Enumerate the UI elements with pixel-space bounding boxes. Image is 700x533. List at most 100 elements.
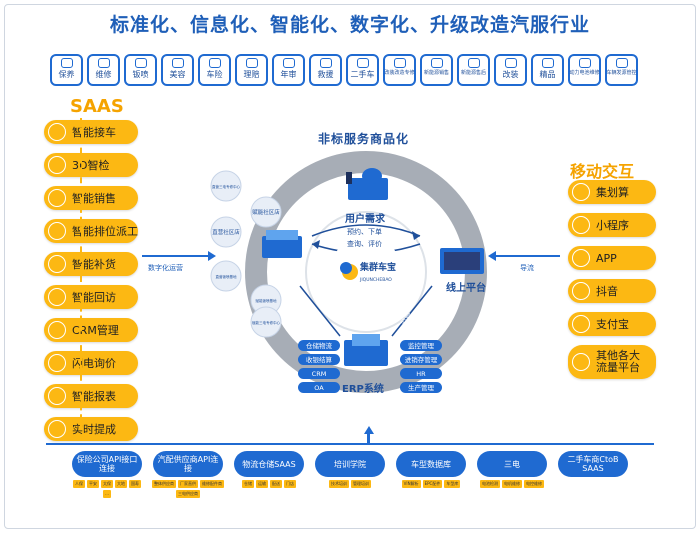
service-label: 车辆发源管控 <box>606 70 637 76</box>
integration-label[interactable]: 物流仓储SAAS <box>234 451 304 477</box>
service-item[interactable]: 美容 <box>161 54 194 86</box>
service-icon <box>97 58 110 68</box>
right-arrow-head <box>488 251 496 261</box>
service-item[interactable]: 车险 <box>198 54 231 86</box>
saas-item-icon <box>48 222 66 240</box>
service-item[interactable]: 车辆发源管控 <box>605 54 638 86</box>
integration-tags: 仓储运输配送门店 <box>233 480 305 488</box>
service-icon <box>60 58 73 68</box>
integration-tag: 整体供应商 <box>152 480 176 488</box>
saas-item-label: 智能报表 <box>72 390 116 403</box>
store-type-circle <box>210 216 242 248</box>
erp-module <box>298 340 340 351</box>
service-label: 新能源售后 <box>460 70 486 76</box>
saas-item-label: 智能补货 <box>72 258 116 271</box>
right-diag-arrow <box>391 285 433 337</box>
mobile-item[interactable]: 支付宝 <box>568 312 656 336</box>
service-label: 理赔 <box>243 70 260 79</box>
service-item[interactable]: 钣喷 <box>124 54 157 86</box>
service-item[interactable]: 救援 <box>309 54 342 86</box>
store-type-label: 赋能社区店 <box>252 208 280 216</box>
saas-item[interactable]: 实时提成 <box>44 417 138 441</box>
store-type-label: 直营社区店 <box>212 228 240 236</box>
mobile-item[interactable]: 抖音 <box>568 279 656 303</box>
erp-module-label: HR <box>416 370 426 378</box>
integration-tag: 车型库 <box>444 480 461 488</box>
store-type-label: 赋能钣喷基地 <box>256 298 277 303</box>
saas-item[interactable]: 智能报表 <box>44 384 138 408</box>
service-item[interactable]: 二手车 <box>346 54 379 86</box>
mobile-item-label: 小程序 <box>596 219 629 232</box>
mobile-item-icon <box>572 353 590 371</box>
integration-tag: 配送 <box>270 480 282 488</box>
saas-item-icon <box>48 123 66 141</box>
service-label: 二手车 <box>350 70 375 79</box>
mobile-item[interactable]: 集划算 <box>568 180 656 204</box>
service-label: 改装改造专修 <box>384 70 415 76</box>
service-label: 钣喷 <box>132 70 149 79</box>
saas-item-icon <box>48 288 66 306</box>
service-item[interactable]: 理赔 <box>235 54 268 86</box>
service-label: 改装 <box>502 70 519 79</box>
user-node-platform <box>348 178 388 200</box>
erp-module-label: 生产管理 <box>408 383 435 392</box>
bottom-band <box>46 443 654 445</box>
store-type-circle <box>250 196 282 228</box>
integration-label[interactable]: 汽配供应商API连接 <box>153 451 223 477</box>
integration-tag: 人保 <box>73 480 85 488</box>
integration-tag: 仓储 <box>242 480 254 488</box>
integration-label[interactable]: 二手车商CtoB SAAS <box>558 451 628 477</box>
integration-tag: 电机维修 <box>502 480 522 488</box>
service-item[interactable]: 动力电池维修 <box>568 54 601 86</box>
mobile-item[interactable]: APP <box>568 246 656 270</box>
saas-item[interactable]: 智能排位派工 <box>44 219 138 243</box>
logo-bg <box>330 236 402 308</box>
integration-tag: 大地 <box>115 480 127 488</box>
integration-label[interactable]: 培训学院 <box>315 451 385 477</box>
saas-item-label: CRM管理 <box>72 324 119 337</box>
integration-tag: 技术培训 <box>329 480 349 488</box>
saas-item[interactable]: CRM管理 <box>44 318 138 342</box>
service-item[interactable]: 年审 <box>272 54 305 86</box>
integration-label[interactable]: 保险公司API接口连接 <box>72 451 142 477</box>
service-item[interactable]: 改装改造专修 <box>383 54 416 86</box>
saas-item-label: 智能回访 <box>72 291 116 304</box>
saas-item[interactable]: 智能接车 <box>44 120 138 144</box>
service-item[interactable]: 维修 <box>87 54 120 86</box>
service-item[interactable]: 保养 <box>50 54 83 86</box>
store-type-label: 直营钣喷基地 <box>216 274 237 279</box>
page-title: 标准化、信息化、智能化、数字化、升级改造汽服行业 <box>109 14 590 36</box>
service-icon <box>245 58 258 68</box>
service-item[interactable]: 改装 <box>494 54 527 86</box>
mobile-item-icon <box>572 183 590 201</box>
saas-item[interactable]: 智能补货 <box>44 252 138 276</box>
saas-item-label: 实时提成 <box>72 423 116 436</box>
bottom-up-arrow <box>364 426 374 434</box>
store-type-label: 赋能三电专修中心 <box>252 320 280 325</box>
integration-card: 三电电池检测电机维修电控维修 <box>477 451 547 498</box>
store-type-circle <box>210 170 242 202</box>
saas-item[interactable]: 智能回访 <box>44 285 138 309</box>
center-title: 非标服务商品化 <box>318 132 410 146</box>
erp-node-platform <box>344 340 388 366</box>
saas-item[interactable]: 闪电询价 <box>44 351 138 375</box>
saas-item[interactable]: 智能销售 <box>44 186 138 210</box>
saas-item-icon <box>48 255 66 273</box>
mobile-list: 集划算小程序 APP 抖音支付宝其他各大流量平台 <box>568 180 656 379</box>
integration-label[interactable]: 三电 <box>477 451 547 477</box>
left-arrow-label: 数字化运营 <box>148 263 183 272</box>
integration-card: 二手车商CtoB SAAS <box>558 451 628 498</box>
saas-item-icon <box>48 321 66 339</box>
integration-label[interactable]: 车型数据库 <box>396 451 466 477</box>
mobile-item-icon <box>572 216 590 234</box>
service-icon <box>134 58 147 68</box>
service-item[interactable]: 新能源销售 <box>420 54 453 86</box>
service-item[interactable]: 精品 <box>531 54 564 86</box>
service-item[interactable]: 新能源售后 <box>457 54 490 86</box>
integration-tag: 门店 <box>284 480 296 488</box>
mobile-item[interactable]: 其他各大流量平台 <box>568 345 656 379</box>
mobile-item[interactable]: 小程序 <box>568 213 656 237</box>
